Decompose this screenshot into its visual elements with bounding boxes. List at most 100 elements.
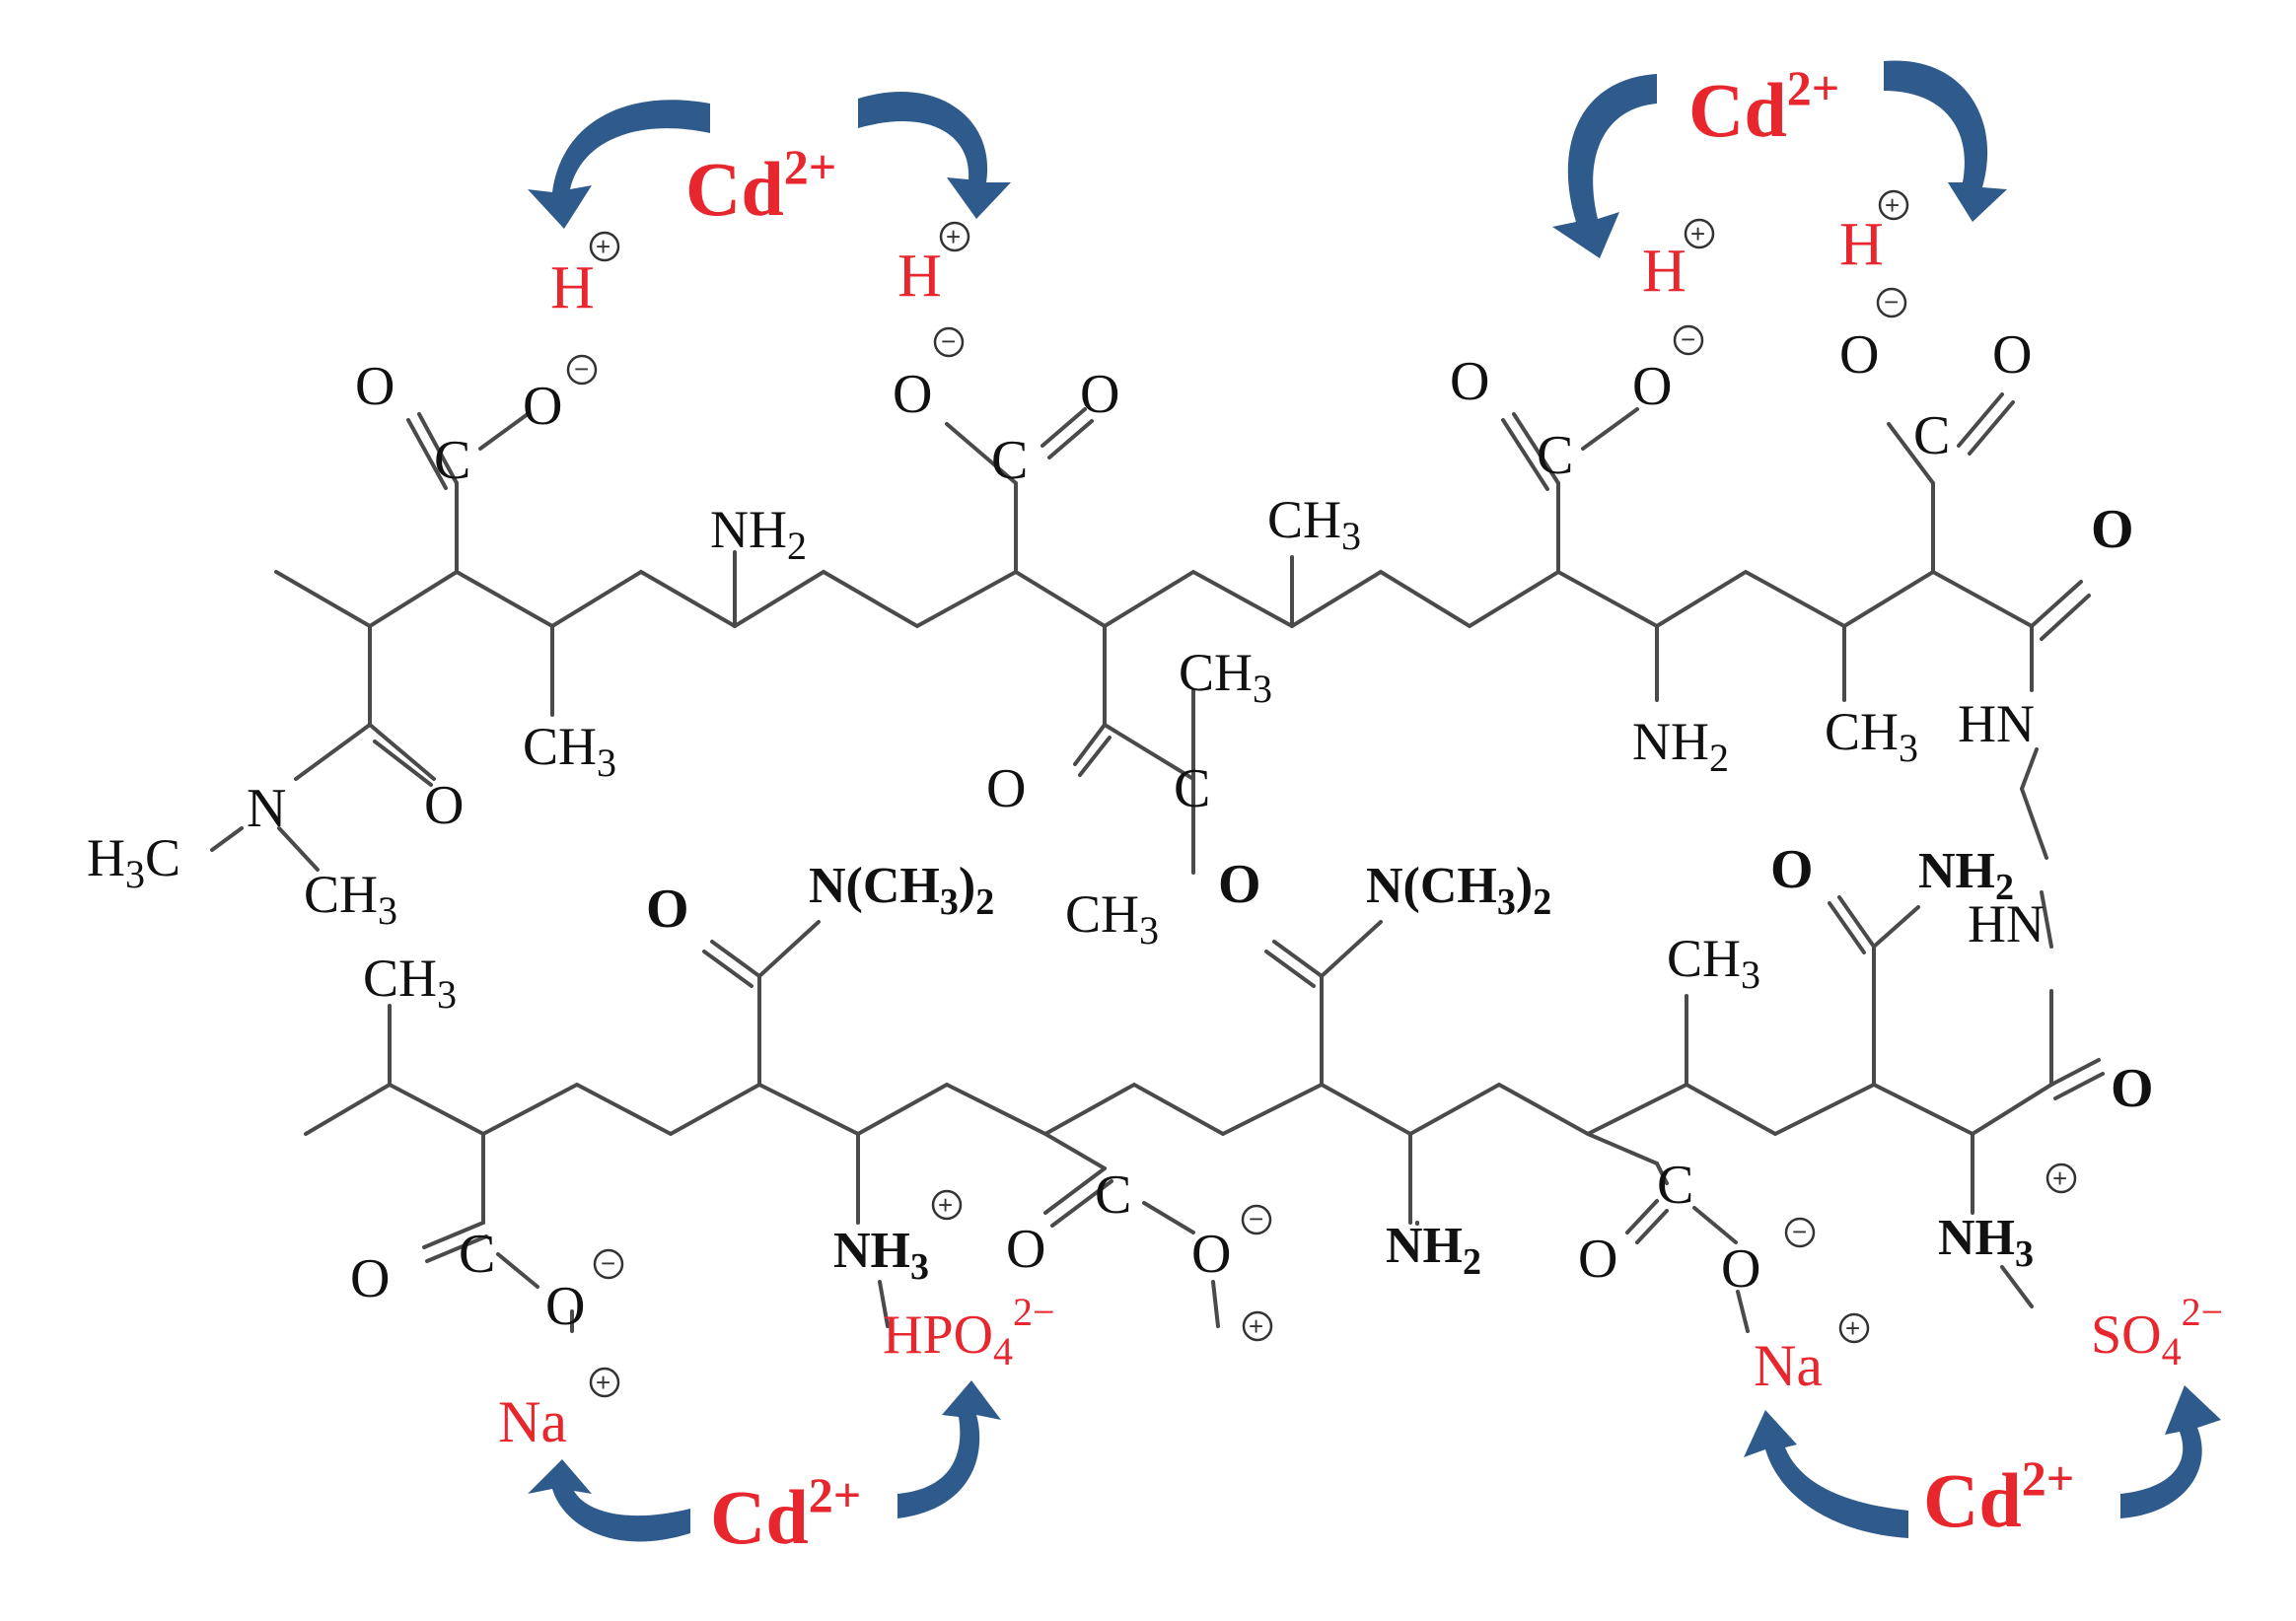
svg-text:CH3: CH3	[523, 717, 616, 785]
svg-text:O: O	[1632, 356, 1672, 417]
svg-text:O: O	[523, 376, 562, 437]
plus-charge-icon: +	[931, 1189, 963, 1221]
svg-text:N(CH3)2: N(CH3)2	[809, 858, 994, 923]
svg-text:−: −	[574, 354, 589, 384]
minus-charge-icon: −	[1876, 287, 1907, 318]
svg-text:HN: HN	[1958, 694, 2035, 753]
plus-charge-icon: +	[939, 221, 970, 252]
svg-text:N(CH3)2: N(CH3)2	[1366, 858, 1551, 923]
svg-text:O: O	[1450, 351, 1489, 412]
svg-text:O: O	[1006, 1219, 1045, 1280]
svg-text:O: O	[355, 356, 395, 417]
curved-arrow-icon	[1552, 74, 1657, 258]
proton-label: H	[1839, 211, 1884, 278]
sulfate-label: SO42−	[2091, 1290, 2223, 1374]
svg-text:O: O	[1080, 364, 1119, 425]
svg-text:+: +	[2052, 1163, 2067, 1193]
svg-text:−: −	[601, 1248, 615, 1278]
cadmium-ion-bottom-right: Cd2+	[1923, 1450, 2074, 1543]
svg-text:C: C	[1657, 1155, 1693, 1216]
svg-text:C: C	[1174, 758, 1210, 819]
svg-text:+: +	[1885, 190, 1900, 220]
svg-text:NH2: NH2	[710, 500, 807, 568]
svg-text:C: C	[1537, 425, 1573, 486]
svg-text:O: O	[1191, 1224, 1231, 1285]
upper-chain-bonds	[210, 481, 2091, 875]
svg-text:O: O	[350, 1248, 390, 1309]
curved-arrow-icon	[897, 1380, 1001, 1518]
upper-chain-labels: O O C NH2 CH3 N O H3C CH3 O O C CH3 CH3 …	[87, 324, 2134, 952]
plus-charge-icon: +	[1684, 218, 1715, 249]
svg-text:Cd2+: Cd2+	[1688, 60, 1839, 153]
sodium-label: Na	[1754, 1333, 1823, 1398]
minus-charge-icon: −	[1241, 1204, 1272, 1235]
plus-charge-icon: +	[1242, 1310, 1273, 1342]
svg-text:+: +	[1249, 1311, 1263, 1341]
curved-arrow-icon	[528, 1459, 690, 1542]
svg-text:−: −	[941, 326, 956, 356]
proton-label: H	[550, 254, 595, 321]
svg-text:C: C	[1913, 405, 1950, 466]
svg-text:CH3: CH3	[1179, 643, 1272, 711]
svg-text:C: C	[434, 430, 470, 491]
plus-charge-icon: +	[1878, 189, 1909, 221]
svg-text:+: +	[596, 232, 610, 261]
minus-charge-icon: −	[593, 1248, 624, 1280]
svg-text:CH3: CH3	[1667, 929, 1760, 997]
svg-text:+: +	[596, 1368, 610, 1397]
cadmium-ion-top-right: Cd2+	[1688, 60, 1839, 153]
svg-text:O: O	[986, 758, 1026, 819]
svg-text:NH2: NH2	[1632, 712, 1729, 780]
lower-chain-bonds	[304, 890, 2105, 1225]
cadmium-ion-bottom-left: Cd2+	[710, 1467, 861, 1560]
minus-charge-icon: −	[1784, 1217, 1816, 1248]
svg-text:CH3: CH3	[363, 949, 457, 1017]
curved-arrow-icon	[1884, 60, 2007, 222]
plus-charge-icon: +	[589, 231, 620, 262]
curved-arrow-icon	[1744, 1410, 1908, 1538]
svg-text:−: −	[1792, 1217, 1807, 1246]
svg-text:CH3: CH3	[1825, 702, 1918, 770]
upper-carboxyl-bonds	[406, 392, 2015, 491]
svg-text:O: O	[1578, 1229, 1617, 1290]
svg-text:NH3: NH3	[1938, 1210, 2034, 1275]
svg-text:+: +	[938, 1190, 953, 1220]
svg-text:HN: HN	[1968, 894, 2045, 953]
svg-text:NH2: NH2	[1918, 843, 2014, 908]
svg-text:NH3: NH3	[833, 1223, 929, 1288]
svg-text:O: O	[1992, 324, 2032, 386]
svg-text:CH3: CH3	[1267, 490, 1361, 558]
svg-text:H3C: H3C	[87, 828, 180, 896]
curved-arrow-icon	[528, 100, 710, 229]
svg-text:CH3: CH3	[304, 865, 397, 933]
proton-label: H	[897, 243, 942, 310]
svg-text:−: −	[1681, 324, 1695, 354]
svg-text:Cd2+: Cd2+	[710, 1467, 861, 1560]
svg-text:O: O	[545, 1276, 585, 1337]
minus-charge-icon: −	[566, 354, 598, 386]
svg-text:NH2: NH2	[1386, 1218, 1481, 1283]
plus-charge-icon: +	[589, 1367, 620, 1398]
svg-text:C: C	[991, 430, 1028, 491]
curved-arrow-icon	[858, 91, 1011, 220]
svg-text:+: +	[946, 222, 961, 251]
plus-charge-icon: +	[2045, 1163, 2077, 1194]
svg-text:C: C	[1095, 1164, 1131, 1226]
svg-text:O: O	[1218, 854, 1261, 915]
lower-carboxyl-bonds	[422, 1162, 2034, 1333]
proton-label: H	[1642, 238, 1686, 305]
svg-text:N: N	[247, 778, 286, 839]
svg-text:O: O	[2091, 499, 2134, 560]
minus-charge-icon: −	[1673, 324, 1704, 356]
minus-charge-icon: −	[933, 326, 965, 358]
svg-text:+: +	[1690, 219, 1705, 248]
svg-text:C: C	[459, 1224, 495, 1285]
plus-charge-icon: +	[1838, 1312, 1870, 1344]
svg-text:O: O	[646, 879, 689, 940]
svg-text:+: +	[1845, 1313, 1860, 1343]
sodium-label: Na	[498, 1389, 567, 1454]
svg-text:O: O	[1770, 839, 1814, 900]
lower-chain-labels: CH3 O N(CH3)2 O N(CH3)2 CH3 O NH2 HN O O…	[350, 839, 2154, 1337]
